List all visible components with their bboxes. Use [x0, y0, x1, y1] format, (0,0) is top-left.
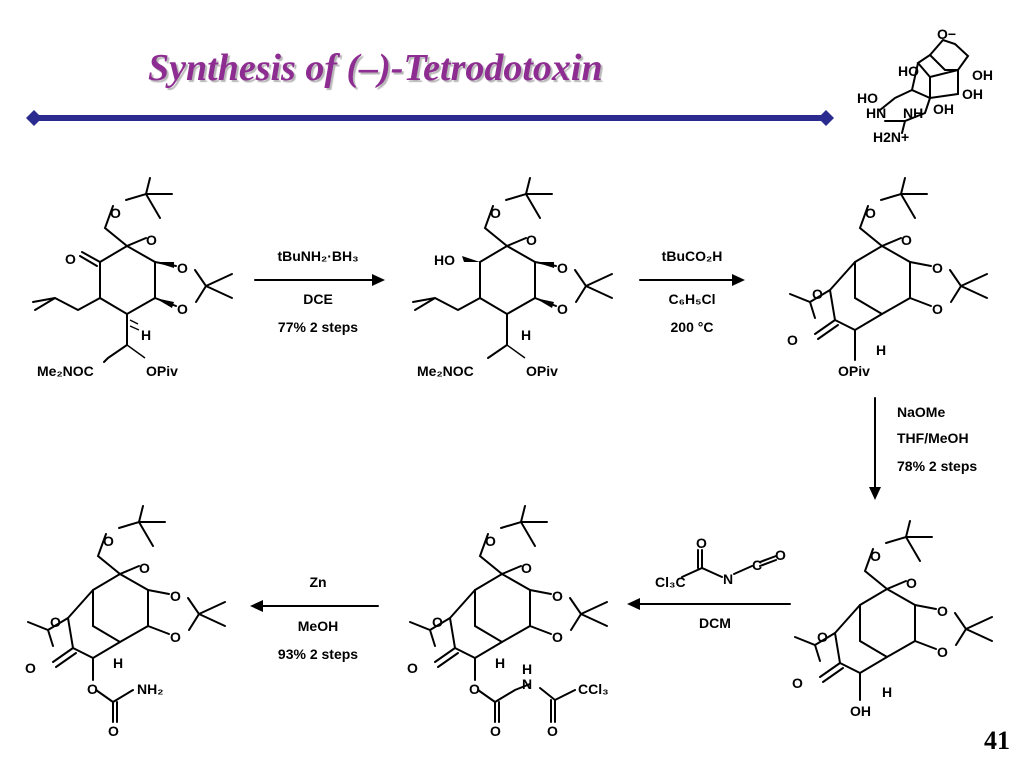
- step2-solvent: C₆H₅Cl: [669, 291, 716, 307]
- compound-ketone: O O O O O H Me₂NOC OPiv: [32, 177, 233, 379]
- c3-opiv: OPiv: [838, 363, 870, 379]
- step5-reagent: Zn: [309, 574, 326, 590]
- tetrodotoxin-ho-left: HO: [857, 90, 878, 106]
- c6-o-mid: O: [139, 560, 150, 576]
- tetrodotoxin-oh-bottom: OH: [933, 101, 954, 117]
- c4-o-acetonide-1: O: [937, 603, 948, 619]
- c2-o-mid: O: [526, 232, 537, 248]
- c3-o-acetonide-1: O: [932, 260, 943, 276]
- c5-o-carbonyl-2: O: [547, 723, 558, 739]
- tetrodotoxin-oh-mid: OH: [962, 86, 983, 102]
- c5-o-acetonide-1: O: [552, 588, 563, 604]
- c2-h: H: [521, 327, 531, 343]
- c3-ketone-o: O: [787, 332, 798, 348]
- tetrodotoxin-h2n-plus: H2N+: [873, 129, 909, 145]
- c4-oh: OH: [850, 703, 871, 719]
- step2-yield: 200 °C: [671, 319, 714, 335]
- tetrodotoxin-hn: HN: [866, 105, 886, 121]
- c5-o-bridge: O: [432, 614, 443, 630]
- step5-solvent: MeOH: [298, 618, 338, 634]
- compound-trichloroacetyl-carbamate: O O O O O O H O H N CCl₃ O O: [407, 505, 609, 739]
- c6-h: H: [113, 655, 123, 671]
- tetrodotoxin-ho-top: HO: [898, 63, 919, 79]
- c3-h: H: [876, 342, 886, 358]
- step3-reagent: NaOMe: [897, 404, 945, 420]
- c1-me2noc: Me₂NOC: [37, 363, 94, 379]
- c1-o-acetonide-1: O: [177, 260, 188, 276]
- c5-o-acetonide-2: O: [552, 629, 563, 645]
- c2-opiv: OPiv: [526, 363, 558, 379]
- c5-o-carbamate: O: [469, 681, 480, 697]
- c5-n-h: H: [522, 661, 532, 677]
- title-rule: [26, 110, 834, 126]
- c1-h: H: [141, 327, 151, 343]
- slide-number: 41: [984, 726, 1010, 755]
- c4-o-bridge: O: [817, 629, 828, 645]
- c6-o-bridge: O: [50, 614, 61, 630]
- c2-me2noc: Me₂NOC: [417, 363, 474, 379]
- tetrodotoxin-structure: O− HO OH OH HO HN NH OH H2N+: [857, 26, 993, 145]
- step1-reagent: tBuNH₂·BH₃: [277, 248, 358, 264]
- arrow-step-5: Zn MeOH 93% 2 steps: [250, 574, 379, 662]
- isocyanate-o-carbonyl: O: [696, 535, 707, 551]
- step2-reagent: tBuCO₂H: [662, 248, 723, 264]
- step3-yield: 78% 2 steps: [897, 458, 977, 474]
- c4-ketone-o: O: [792, 675, 803, 691]
- c5-o-mid: O: [521, 560, 532, 576]
- c4-o-acetonide-2: O: [937, 644, 948, 660]
- arrow-step-4: Cl₃C O N C O DCM: [627, 535, 791, 631]
- c6-nh2: NH₂: [137, 681, 163, 697]
- c1-o-acetonide-2: O: [177, 301, 188, 317]
- step3-solvent: THF/MeOH: [897, 430, 969, 446]
- c6-o-carbonyl: O: [108, 723, 119, 739]
- slide-title: Synthesis of (–)-Tetrodotoxin: [148, 47, 603, 89]
- c6-o-acetonide-2: O: [170, 629, 181, 645]
- c3-o-mid: O: [901, 232, 912, 248]
- c3-o-bridge: O: [812, 286, 823, 302]
- c6-ketone-o: O: [25, 660, 36, 676]
- compound-pivalate-bicycle: O O O O O O H OPiv: [787, 177, 988, 379]
- compound-carbamate: O O O O O O H O NH₂ O: [25, 505, 226, 739]
- step5-yield: 93% 2 steps: [278, 646, 358, 662]
- c5-h: H: [495, 655, 505, 671]
- c5-n: N: [522, 676, 532, 692]
- c3-o-top: O: [865, 205, 876, 221]
- tetrodotoxin-oh-right: OH: [972, 67, 993, 83]
- compound-free-alcohol: O O O O O O H OH: [792, 520, 993, 719]
- step1-yield: 77% 2 steps: [278, 319, 358, 335]
- isocyanate-o: O: [775, 547, 786, 563]
- c6-o-carbamate: O: [87, 681, 98, 697]
- c2-ho: HO: [434, 252, 455, 268]
- compound-alcohol: O O HO O O H Me₂NOC OPiv: [412, 177, 613, 379]
- step1-solvent: DCE: [303, 291, 333, 307]
- arrow-step-3: NaOMe THF/MeOH 78% 2 steps: [869, 397, 977, 500]
- c6-o-acetonide-1: O: [170, 588, 181, 604]
- c5-ccl3: CCl₃: [578, 681, 609, 697]
- c1-ketone-o: O: [65, 251, 76, 267]
- c4-o-top: O: [870, 548, 881, 564]
- tetrodotoxin-o-minus: O−: [937, 26, 956, 42]
- arrow-step-2: tBuCO₂H C₆H₅Cl 200 °C: [639, 248, 745, 335]
- arrow-step-1: tBuNH₂·BH₃ DCE 77% 2 steps: [254, 248, 385, 335]
- c1-o-mid: O: [146, 232, 157, 248]
- step4-solvent: DCM: [699, 615, 731, 631]
- isocyanate-cl3c: Cl₃C: [655, 574, 686, 590]
- c1-opiv: OPiv: [146, 363, 178, 379]
- c2-o-acetonide-1: O: [557, 260, 568, 276]
- c3-o-acetonide-2: O: [932, 301, 943, 317]
- c1-o-top: O: [110, 205, 121, 221]
- c2-o-top: O: [490, 205, 501, 221]
- c4-h: H: [882, 684, 892, 700]
- tetrodotoxin-nh: NH: [903, 105, 923, 121]
- c6-o-top: O: [103, 533, 114, 549]
- c5-o-top: O: [485, 533, 496, 549]
- c5-ketone-o: O: [407, 660, 418, 676]
- isocyanate-c: C: [752, 557, 762, 573]
- c2-o-acetonide-2: O: [557, 301, 568, 317]
- isocyanate-n: N: [723, 571, 733, 587]
- c4-o-mid: O: [906, 575, 917, 591]
- c5-o-carbonyl-1: O: [490, 723, 501, 739]
